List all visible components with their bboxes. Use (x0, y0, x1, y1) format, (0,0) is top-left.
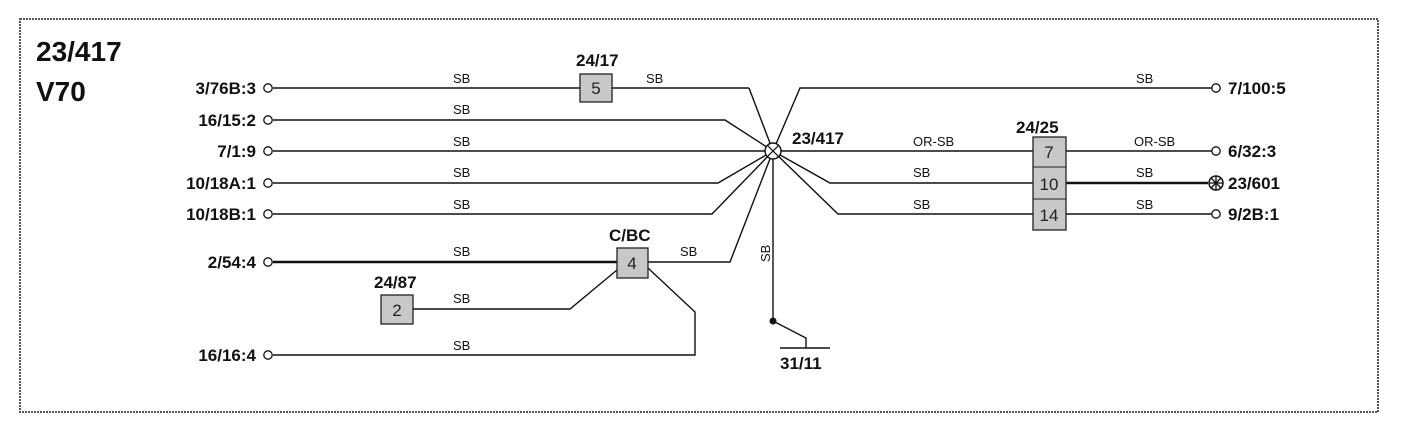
connector-24-87-label: 24/87 (374, 273, 417, 292)
right-terminal: 23/601 (1208, 174, 1280, 193)
wire-color-label: SB (1136, 165, 1153, 180)
svg-text:7/1:9: 7/1:9 (217, 142, 256, 161)
left-terminal: 16/15:2 (198, 111, 273, 130)
left-terminal: 2/54:4 (208, 253, 273, 272)
wire-16-15-2 (273, 119, 774, 152)
ground-label: 31/11 (780, 354, 822, 373)
splice-label: 23/417 (792, 129, 844, 148)
svg-text:16/15:2: 16/15:2 (198, 111, 256, 130)
wire-color-label: SB (1136, 197, 1153, 212)
wire-color-label: SB (453, 134, 470, 149)
wire-color-label: SB (680, 244, 697, 259)
svg-text:10/18A:1: 10/18A:1 (186, 174, 256, 193)
right-terminal: 7/100:5 (1211, 79, 1286, 98)
svg-text:9/2B:1: 9/2B:1 (1228, 205, 1279, 224)
wire-24-87 (413, 269, 618, 310)
wire-color-label: SB (453, 338, 470, 353)
svg-text:16/16:4: 16/16:4 (198, 346, 256, 365)
wire-color-label: SB (453, 291, 470, 306)
ground-branch (772, 320, 807, 348)
wire-color-label: SB (646, 71, 663, 86)
wire-16-16-4 (273, 267, 696, 356)
wire-color-label: OR-SB (913, 134, 954, 149)
connector-24-17-box (579, 73, 613, 103)
model-label: V70 (36, 76, 86, 107)
wire-color-label: SB (758, 245, 773, 262)
connector-24-17-pin: 5 (591, 79, 600, 98)
diagram-frame (19, 18, 1379, 413)
wire-color-label: SB (1136, 71, 1153, 86)
svg-text:7/100:5: 7/100:5 (1228, 79, 1286, 98)
svg-text:3/76B:3: 3/76B:3 (196, 79, 256, 98)
wire-24-17-to-splice (748, 87, 774, 152)
connector-24-25-pin-14: 14 (1040, 206, 1059, 225)
diagram-title: 23/417 (36, 36, 122, 67)
connector-24-87-pin: 2 (392, 301, 401, 320)
wire-splice-to-24-25-14 (772, 150, 1033, 215)
left-terminal: 7/1:9 (217, 142, 273, 161)
right-terminal: 6/32:3 (1211, 142, 1276, 161)
connector-c-bc-pin: 4 (627, 254, 636, 273)
connector-24-17-label: 24/17 (576, 51, 619, 70)
wire-color-label: SB (453, 71, 470, 86)
wire-color-label: SB (453, 165, 470, 180)
svg-text:2/54:4: 2/54:4 (208, 253, 257, 272)
wire-10-18b-1 (273, 150, 774, 215)
svg-text:23/601: 23/601 (1228, 174, 1280, 193)
left-terminal: 16/16:4 (198, 346, 273, 365)
wire-color-label: SB (913, 165, 930, 180)
connector-24-25-label: 24/25 (1016, 118, 1059, 137)
connector-24-25-pin-7: 7 (1044, 143, 1053, 162)
right-terminal: 9/2B:1 (1211, 205, 1279, 224)
wire-splice-to-24-25-10 (772, 150, 1033, 184)
connector-24-25-box (1032, 136, 1067, 231)
wire-color-label: SB (453, 244, 470, 259)
connector-c-bc-label: C/BC (609, 226, 651, 245)
wire-10-18a-1 (273, 150, 774, 184)
wire-color-label: OR-SB (1134, 134, 1175, 149)
left-terminal: 10/18A:1 (186, 174, 273, 193)
wire-color-label: SB (913, 197, 930, 212)
connector-24-25-pin-10: 10 (1040, 175, 1059, 194)
svg-text:10/18B:1: 10/18B:1 (186, 205, 256, 224)
svg-text:6/32:3: 6/32:3 (1228, 142, 1276, 161)
left-terminal: 3/76B:3 (196, 79, 273, 98)
wire-c-bc-to-splice (648, 150, 774, 263)
connector-c-bc-box (616, 247, 649, 279)
wire-color-label: SB (453, 102, 470, 117)
left-terminal: 10/18B:1 (186, 205, 273, 224)
wire-color-label: SB (453, 197, 470, 212)
splice-icon (764, 142, 782, 160)
wire-7-100-5 (772, 87, 1212, 152)
connector-24-87-box (380, 294, 414, 325)
